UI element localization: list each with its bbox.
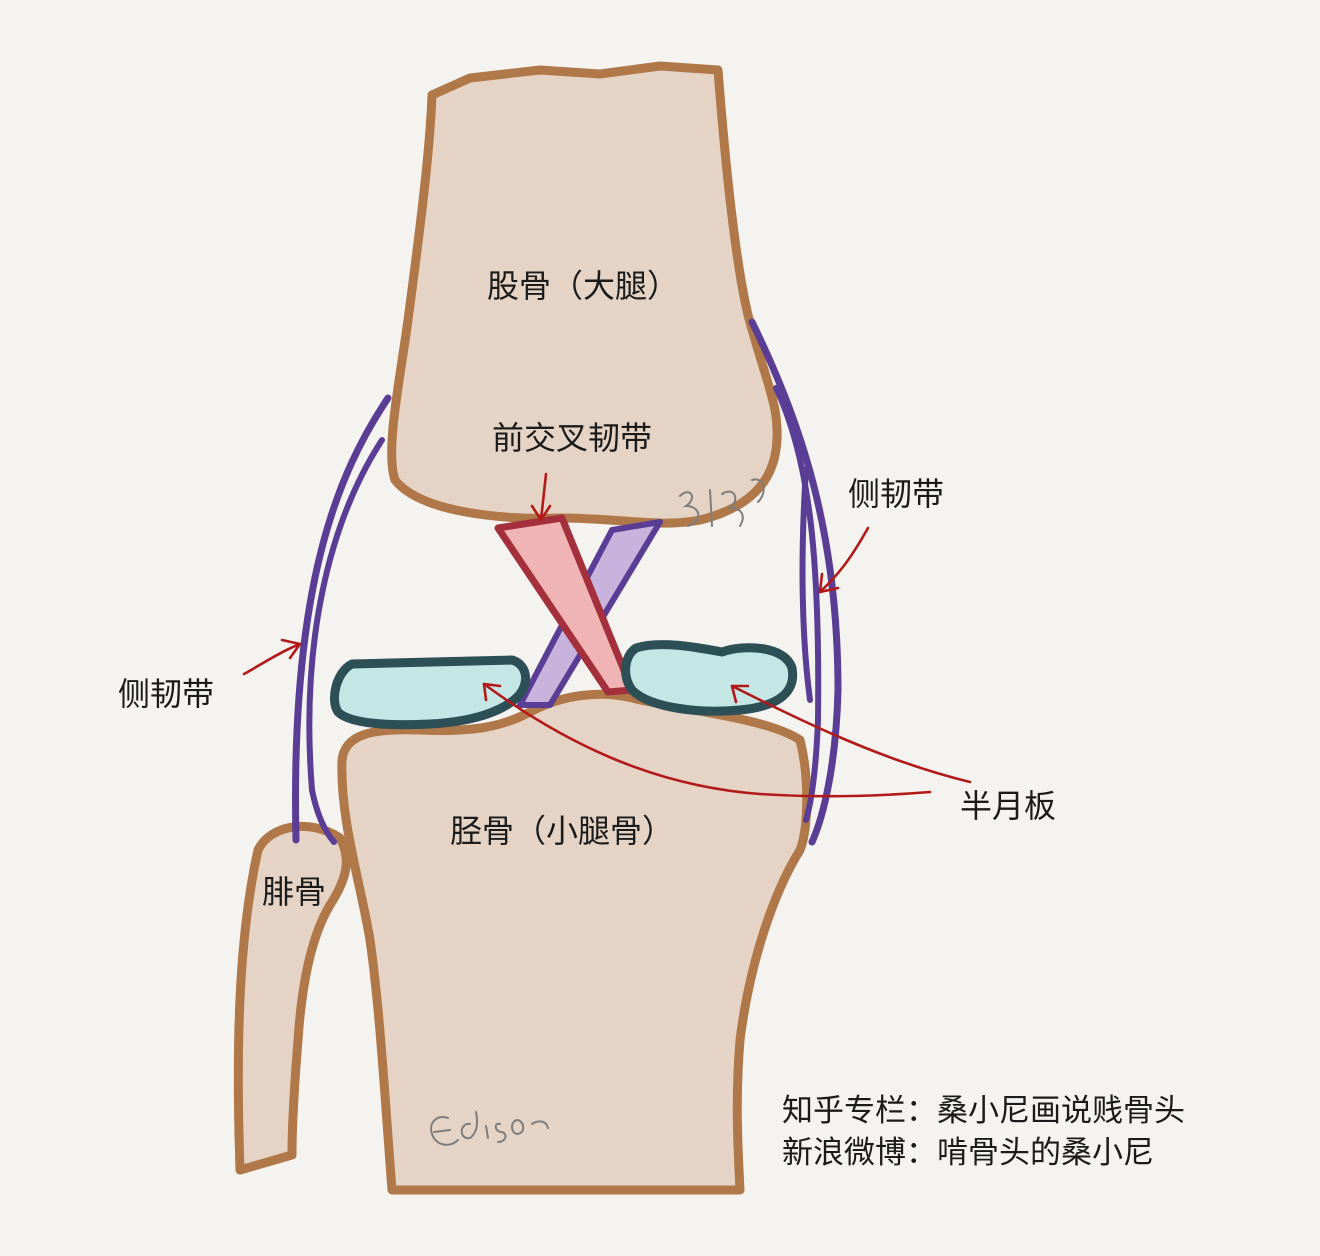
meniscus-label: 半月板 [960, 787, 1057, 825]
right-collateral-ligament [748, 318, 842, 846]
left-collateral-ligament-inner [306, 437, 385, 845]
weibo-credit: 新浪微博：啃骨头的桑小尼 [782, 1135, 1154, 1171]
signature-mark-femur [679, 478, 765, 527]
signature-mark-tibia [430, 1111, 549, 1146]
acl-label: 前交叉韧带 [492, 419, 653, 457]
meniscus-arrow-right-head [730, 684, 750, 704]
tibia-bone [337, 689, 812, 1195]
acl-arrowhead [530, 504, 552, 522]
left-collateral-label: 侧韧带 [118, 675, 215, 713]
femur-label: 股骨（大腿） [487, 267, 680, 305]
meniscus-arrow-left [482, 682, 932, 798]
left-collateral-ligament [292, 394, 392, 844]
right-collateral-ligament-mid [799, 467, 813, 703]
right-meniscus [621, 640, 798, 716]
tibia-label: 胫骨（小腿骨） [450, 812, 675, 850]
left-collateral-arrowhead [280, 638, 302, 660]
right-collateral-ligament-inner [773, 385, 822, 823]
acl-arrow [539, 472, 548, 522]
left-meniscus [330, 655, 531, 730]
zhihu-credit: 知乎专栏：桑小尼画说贱骨头 [782, 1093, 1185, 1129]
right-collateral-label: 侧韧带 [848, 475, 945, 513]
left-collateral-arrow [242, 642, 302, 676]
meniscus-arrow-left-head [482, 682, 502, 702]
fibula-bone [233, 821, 351, 1175]
right-collateral-arrowhead [818, 572, 840, 594]
right-collateral-arrow [818, 526, 870, 594]
fibula-label: 腓骨 [262, 873, 327, 911]
meniscus-arrow-right [730, 684, 972, 784]
